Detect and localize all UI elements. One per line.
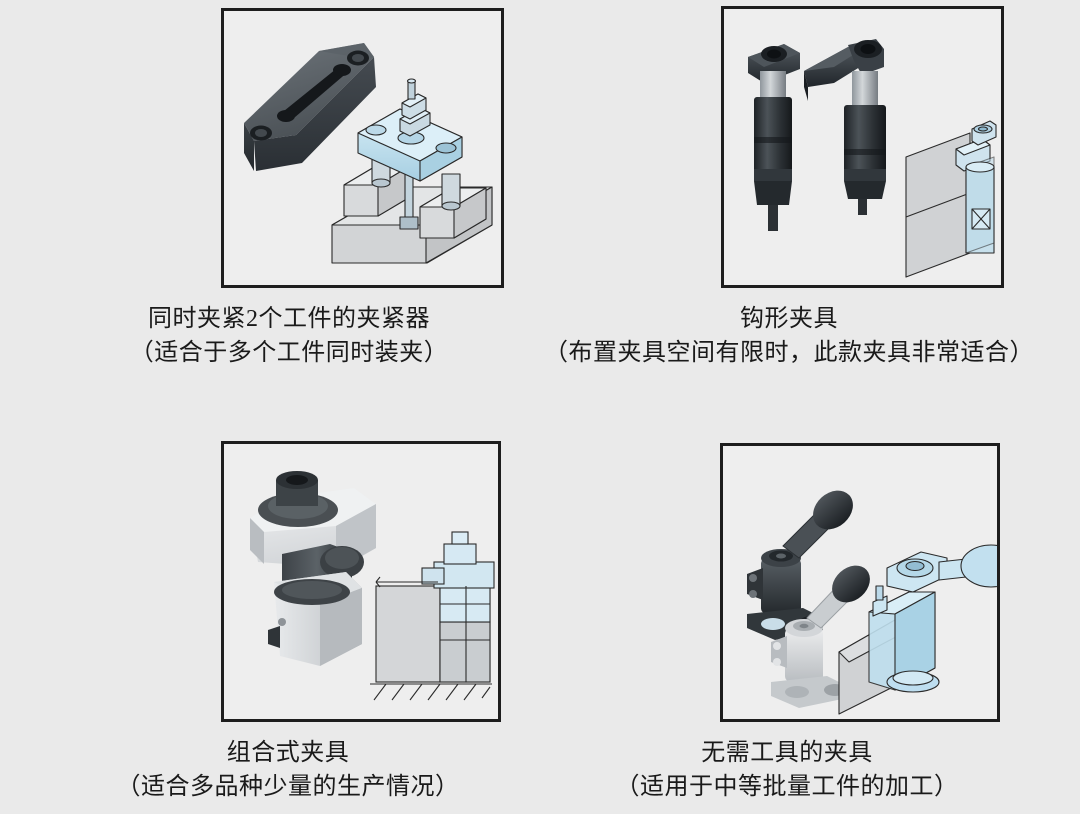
lever-clamp-light-photo — [771, 565, 870, 708]
figure-hook-clamp: 钩形夹具 （布置夹具空间有限时，此款夹具非常适合） — [500, 6, 1078, 370]
figure-caption: 钩形夹具 （布置夹具空间有限时，此款夹具非常适合） — [544, 302, 1034, 370]
application-diagram-two-blocks — [330, 78, 493, 264]
hook-clamp-right-photo — [803, 39, 886, 215]
schematic-modular-clamp — [370, 531, 495, 701]
illustration-strap-clamp — [243, 43, 493, 264]
slotted-clamp-strap-photo — [243, 43, 376, 171]
caption-title: 同时夹紧2个工件的夹紧器 — [148, 306, 430, 332]
figure-image-panel — [720, 6, 1004, 288]
caption-title: 组合式夹具 — [226, 740, 350, 766]
application-diagram-hook-clamp — [904, 120, 997, 278]
figure-image-panel — [221, 441, 501, 722]
lever-clamp-dark-photo — [747, 490, 853, 640]
illustration-lever-clamp — [747, 490, 997, 715]
caption-note: （适合于多个工件同时装夹） — [129, 340, 449, 367]
caption-title: 钩形夹具 — [740, 306, 838, 332]
illustration-hook-clamp — [747, 39, 997, 278]
application-diagram-lever-clamp — [838, 544, 997, 715]
modular-clamp-photo — [250, 471, 376, 666]
hook-clamp-left-photo — [747, 44, 800, 231]
figure-image-panel — [220, 8, 504, 288]
caption-note: （布置夹具空间有限时，此款夹具非常适合） — [544, 340, 1034, 367]
figure-modular-clamp: 组合式夹具 （适合多品种少量的生产情况） — [0, 441, 576, 804]
illustration-modular-clamp — [250, 471, 495, 701]
caption-title: 无需工具的夹具 — [701, 740, 873, 766]
figure-toolless-clamp: 无需工具的夹具 （适用于中等批量工件的加工） — [498, 443, 1076, 804]
figure-caption: 组合式夹具 （适合多品种少量的生产情况） — [117, 736, 460, 804]
figure-clamp-two-workpieces: 同时夹紧2个工件的夹紧器 （适合于多个工件同时装夹） — [0, 8, 578, 370]
caption-note: （适合多品种少量的生产情况） — [116, 774, 460, 801]
figure-caption: 同时夹紧2个工件的夹紧器 （适合于多个工件同时装夹） — [130, 302, 449, 370]
figure-caption: 无需工具的夹具 （适用于中等批量工件的加工） — [616, 736, 959, 804]
figure-image-panel — [720, 443, 1000, 722]
caption-note: （适用于中等批量工件的加工） — [615, 774, 959, 801]
